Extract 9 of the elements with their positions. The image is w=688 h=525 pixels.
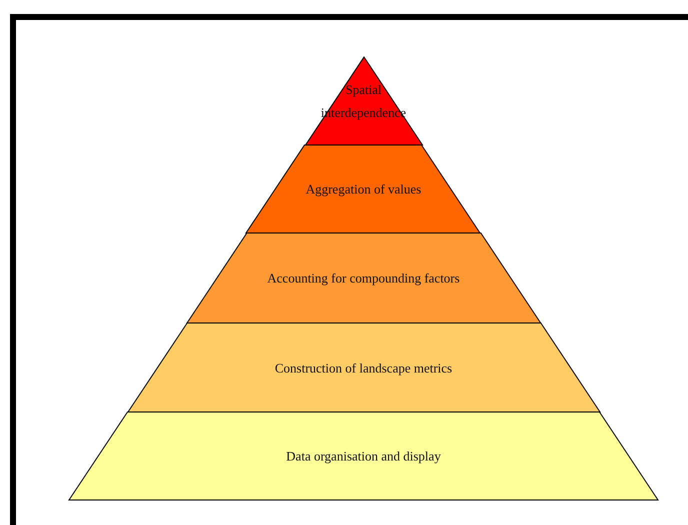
pyramid-tier	[69, 412, 658, 500]
tier-label: Data organisation and display	[285, 448, 442, 466]
pyramid-tier	[128, 323, 600, 412]
tier-label: Accounting for compounding factors	[266, 270, 461, 288]
tier-label: Construction of landscape metrics	[274, 359, 454, 378]
tier-label: Aggregation of values	[304, 180, 422, 198]
pyramid-tier	[246, 145, 480, 233]
pyramid-tier	[304, 57, 424, 145]
pyramid-tier	[186, 233, 540, 323]
